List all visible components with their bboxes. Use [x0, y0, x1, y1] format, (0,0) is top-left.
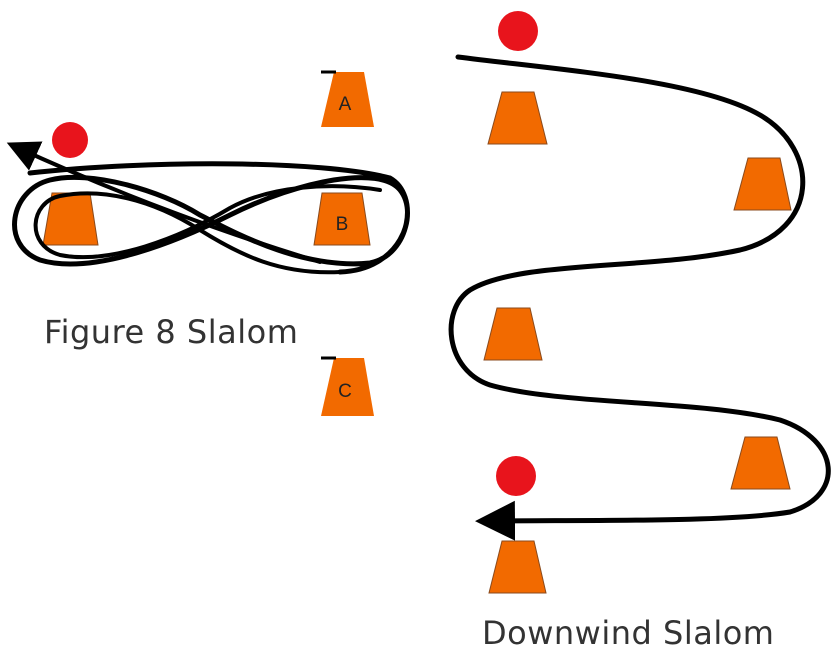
figure8-path-upper	[12, 161, 410, 275]
downwind-cone-2	[733, 157, 792, 211]
downwind-course	[448, 11, 831, 594]
cone-c-label: C	[338, 381, 352, 402]
figure8-course	[6, 122, 410, 275]
figure8-exit-arrow	[6, 141, 322, 264]
cone-b-label: B	[336, 214, 349, 235]
cone-a-label: A	[339, 94, 352, 115]
cone-c: C	[321, 356, 374, 416]
figure8-path-lower	[33, 184, 382, 275]
downwind-cone-1	[487, 91, 548, 145]
figure8-right-cone	[313, 192, 371, 246]
downwind-cone-4	[730, 436, 791, 490]
downwind-bottom-buoy	[496, 456, 536, 496]
downwind-path	[448, 54, 831, 541]
downwind-cone-3	[483, 307, 543, 361]
downwind-top-buoy	[498, 11, 538, 51]
figure8-buoy	[52, 122, 88, 158]
downwind-cone-5	[488, 540, 547, 594]
downwind-caption: Downwind Slalom	[482, 614, 775, 652]
cone-a: A	[321, 70, 374, 127]
figure8-caption: Figure 8 Slalom	[44, 313, 299, 351]
